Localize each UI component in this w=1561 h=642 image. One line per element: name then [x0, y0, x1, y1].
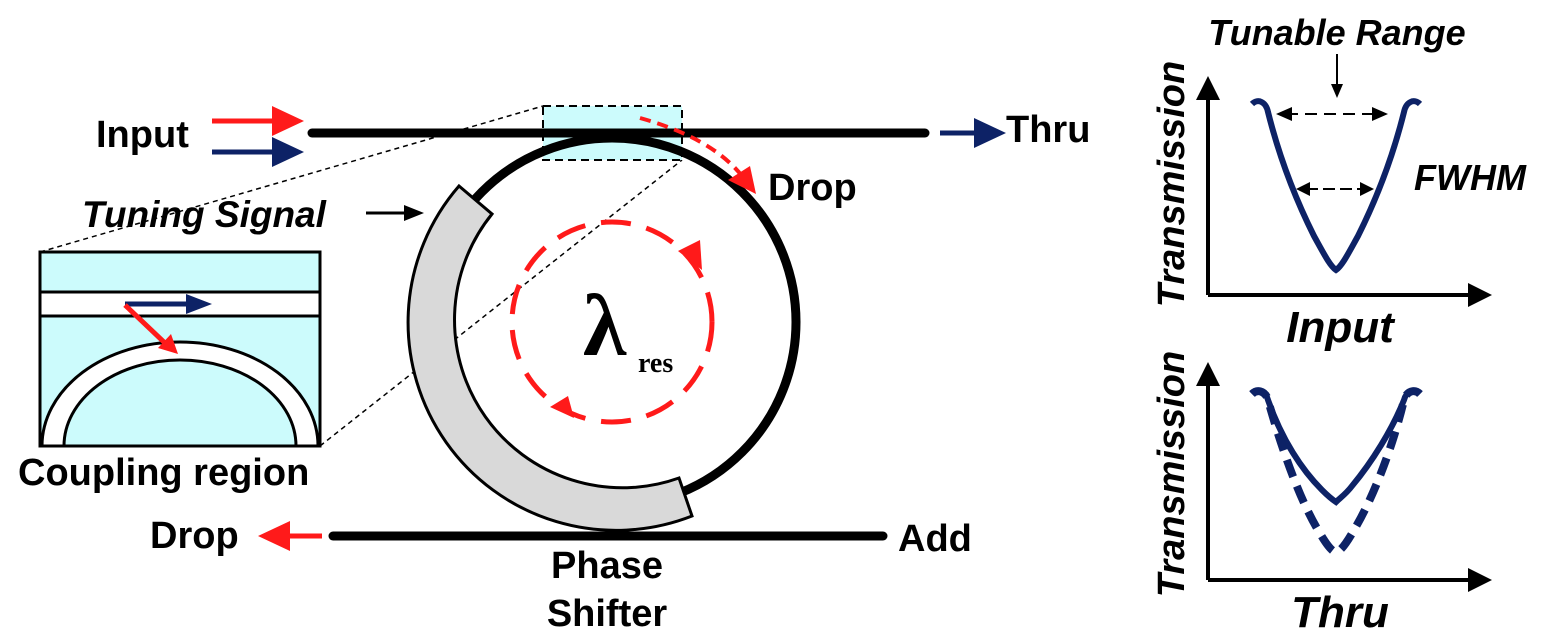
- shifter-label: Shifter: [547, 593, 668, 635]
- plot-top: Tunable Range FWHM Transmission Input: [1151, 12, 1527, 352]
- phase-label: Phase: [551, 545, 663, 587]
- inset-ring-segment: [40, 340, 320, 448]
- bottom-xlabel: Thru: [1291, 588, 1389, 637]
- top-ylabel: Transmission: [1151, 61, 1193, 307]
- thru-arrow: [940, 118, 1006, 148]
- input-arrows: [212, 106, 304, 167]
- circulating-light: [509, 219, 715, 425]
- drop-curve-arrow: [639, 116, 756, 194]
- phase-shifter: [406, 183, 694, 532]
- lambda-symbol: λ: [583, 278, 627, 375]
- fwhm-label: FWHM: [1414, 157, 1527, 198]
- top-xlabel: Input: [1286, 303, 1396, 352]
- input-label: Input: [96, 114, 189, 156]
- coupling-region-inset: [38, 250, 322, 448]
- coupling-region-label: Coupling region: [18, 452, 309, 494]
- top-transmission-curve: [1249, 98, 1423, 274]
- plot-bottom: Transmission Thru: [1151, 351, 1492, 637]
- bottom-ylabel: Transmission: [1151, 351, 1193, 597]
- inset-red-arrow: [123, 303, 167, 345]
- drop-bottom-label: Drop: [150, 515, 239, 557]
- tuning-signal-label: Tuning Signal: [82, 194, 327, 235]
- thru-label: Thru: [1006, 109, 1090, 151]
- drop-top-label: Drop: [768, 167, 857, 209]
- add-label: Add: [898, 518, 972, 560]
- drop-output-arrow: [258, 521, 322, 551]
- bottom-curve-solid: [1249, 388, 1423, 506]
- tuning-signal-arrow: [366, 205, 424, 221]
- lambda-subscript: res: [638, 348, 673, 379]
- tunable-range-label: Tunable Range: [1208, 12, 1465, 53]
